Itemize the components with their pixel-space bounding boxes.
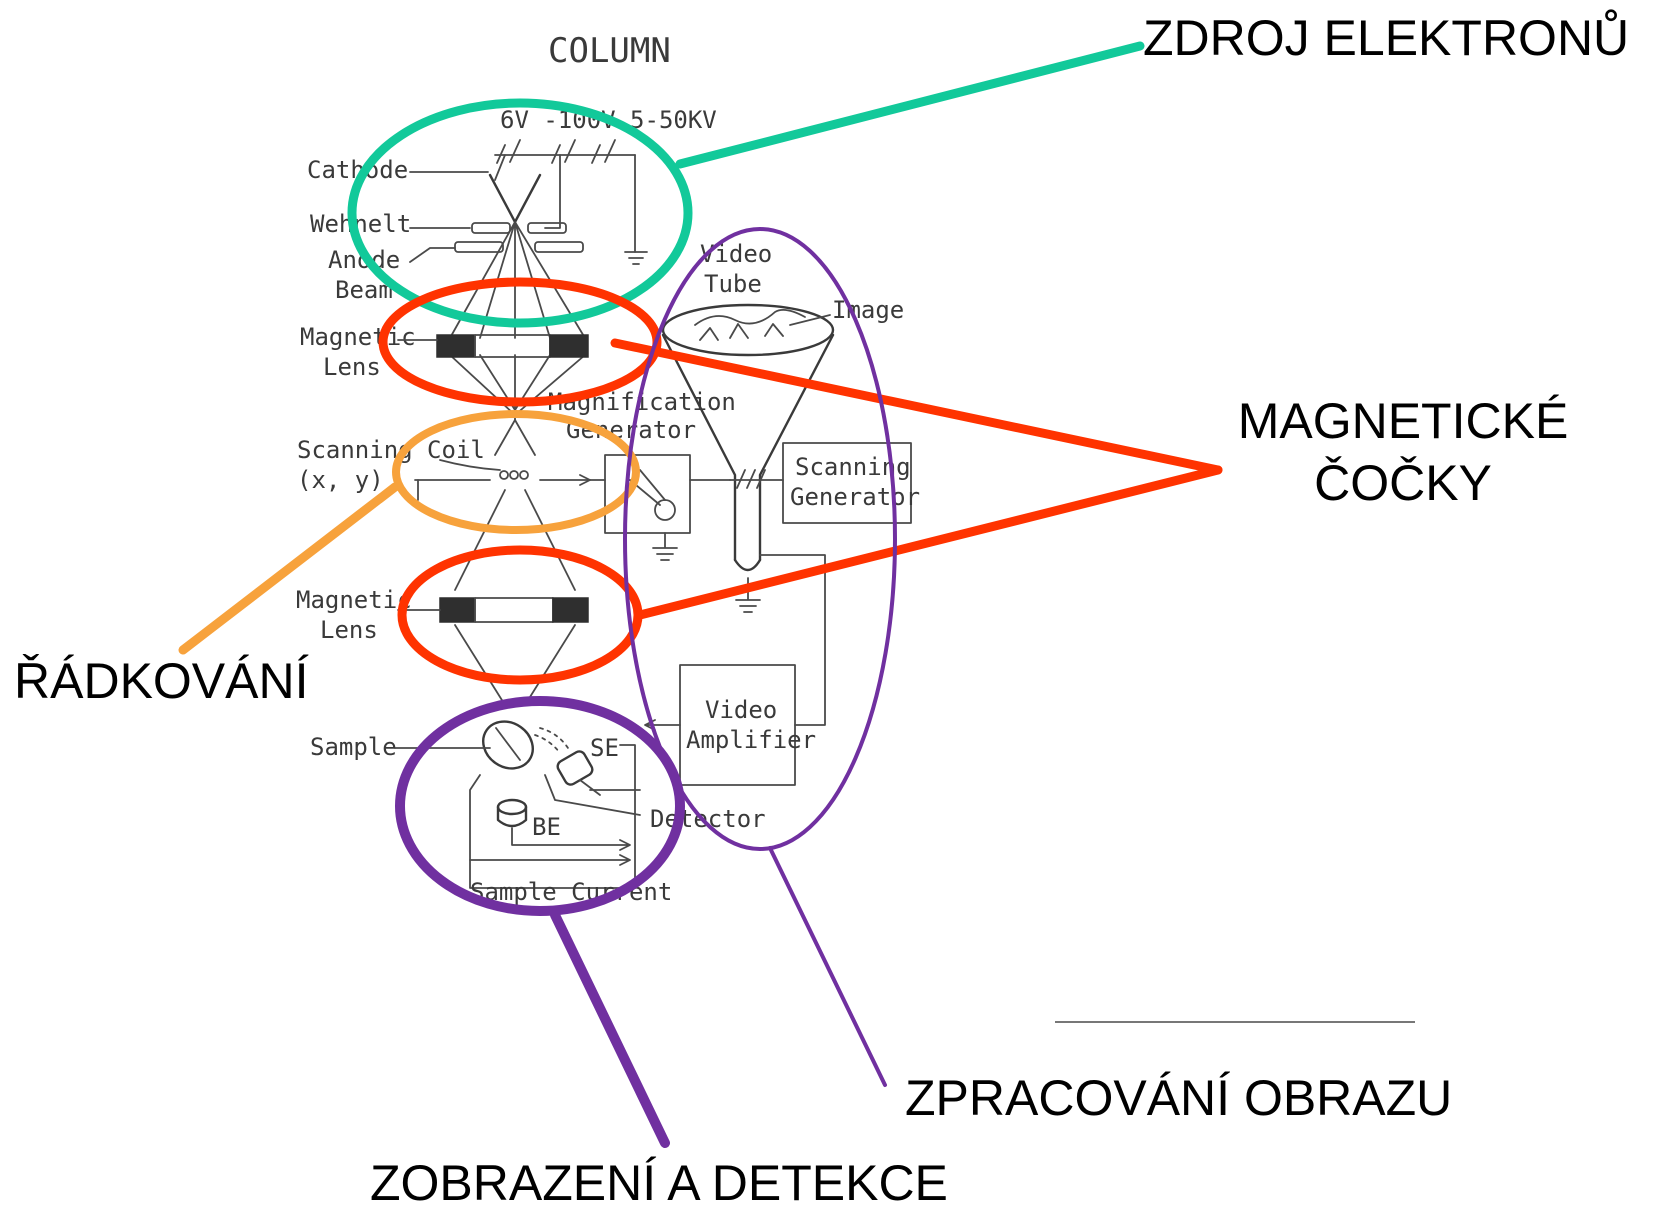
magnetic-lenses-callout-line2: ČOČKY <box>1314 455 1492 511</box>
scanning-callout: ŘÁDKOVÁNÍ <box>14 653 309 709</box>
scanning-coil-label-b: (x, y) <box>297 466 384 494</box>
scanning-generator <box>729 442 912 524</box>
magnetic-lens-2-leader <box>635 465 1223 620</box>
image-processing-ellipse <box>623 227 897 851</box>
magnetic-lens-1-label-b: Lens <box>323 353 381 381</box>
image-processing-callout: ZPRACOVÁNÍ OBRAZU <box>905 1070 1452 1126</box>
scanning-coil-label-a: Scanning Coil <box>297 436 485 464</box>
ground-icon-mid <box>652 532 678 561</box>
electron-source-callout: ZDROJ ELEKTRONŮ <box>1143 9 1629 66</box>
electron-source-ellipse <box>347 98 693 328</box>
image-label: Image <box>832 296 904 324</box>
electron-gun <box>454 173 584 253</box>
detector-label: Detector <box>650 805 766 833</box>
magnetic-lens-2-label-b: Lens <box>320 616 378 644</box>
image-processing-leader <box>768 846 887 1087</box>
callout-overlay: ZDROJ ELEKTRONŮ MAGNETICKÉ ČOČKY ŘÁDKOVÁ… <box>14 9 1629 1207</box>
scanning-generator-label-b: Generator <box>790 483 920 511</box>
magnetic-lenses-callout-line1: MAGNETICKÉ <box>1238 393 1569 449</box>
wehnelt-label: Wehnelt <box>310 210 411 238</box>
column-title: COLUMN <box>548 31 671 71</box>
electron-source-leader <box>675 41 1145 169</box>
imaging-detection-callout: ZOBRAZENÍ A DETEKCE <box>370 1155 948 1207</box>
magnetic-lens-1-label-a: Magnetic <box>300 323 416 351</box>
magnetic-lens-1 <box>436 334 589 358</box>
scanning-coil <box>414 459 606 501</box>
magnetic-lens-1-leader <box>610 338 1223 475</box>
video-amplifier-label-a: Video <box>705 696 777 724</box>
magnetic-lens-2-label-a: Magnetic <box>296 586 412 614</box>
magnetic-lens-2-ellipse <box>397 545 643 685</box>
voltage-supply <box>494 139 648 265</box>
se-label: SE <box>590 734 619 762</box>
magnification-generator <box>604 454 731 561</box>
imaging-detection-ellipse <box>395 696 685 916</box>
video-tube-label-b: Tube <box>704 270 762 298</box>
sample-chamber <box>394 720 641 889</box>
scanning-ellipse <box>392 410 640 534</box>
sample-label: Sample <box>310 733 397 761</box>
video-tube-label-a: Video <box>700 240 772 268</box>
scanning-leader <box>178 482 400 655</box>
ground-icon-top <box>624 251 648 265</box>
magnetic-lens-2 <box>439 597 589 623</box>
video-amplifier-label-b: Amplifier <box>686 726 816 754</box>
imaging-detection-leader <box>550 910 670 1148</box>
be-label: BE <box>532 813 561 841</box>
